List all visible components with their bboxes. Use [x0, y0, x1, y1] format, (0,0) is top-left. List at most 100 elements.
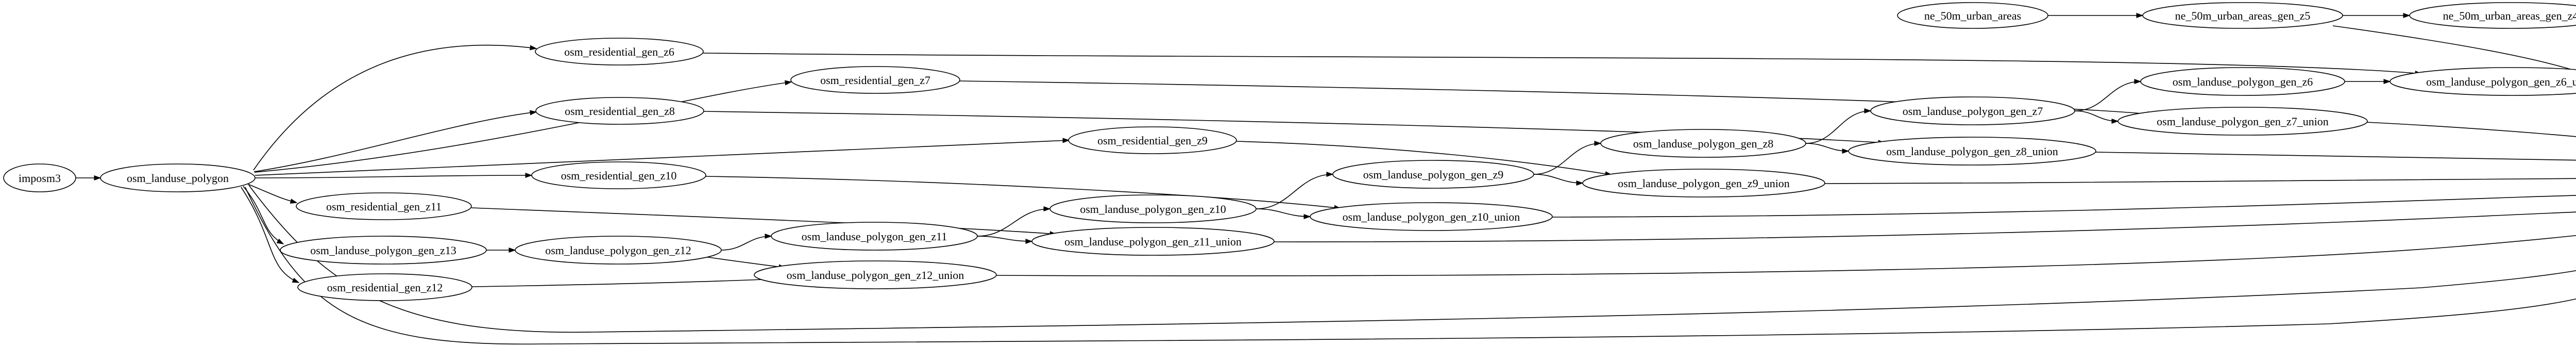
node-osm_landuse_polygon: osm_landuse_polygon [100, 163, 256, 192]
osm_landuse_polygon_gen_z8_union-ellipse [1848, 137, 2096, 166]
node-osm_residential_gen_z10: osm_residential_gen_z10 [531, 161, 706, 189]
node-ne_50m_urban_areas_gen_z5: ne_50m_urban_areas_gen_z5 [2142, 2, 2343, 29]
ne_50m_urban_areas_gen_z4-label: ne_50m_urban_areas_gen_z4 [2443, 9, 2576, 22]
osm_residential_gen_z12-ellipse [297, 273, 472, 301]
edge-osm_landuse_polygon_gen_z12-to-osm_landuse_polygon_gen_z12_union [698, 255, 786, 270]
osm_residential_gen_z7-ellipse [790, 66, 960, 94]
edge-osm_landuse_polygon_gen_z8-to-osm_landuse_polygon_gen_z8_union [1805, 143, 1850, 154]
osm_landuse_polygon_gen_z13-label: osm_landuse_polygon_gen_z13 [310, 244, 456, 257]
edge-osm_landuse_polygon-to-osm_residential_gen_z7 [254, 80, 792, 173]
node-osm_landuse_polygon_gen_z8: osm_landuse_polygon_gen_z8 [1600, 129, 1806, 158]
edge-osm_landuse_polygon-to-layer_landuse-z14+ [245, 187, 2576, 345]
ne_50m_urban_areas_gen_z5-label: ne_50m_urban_areas_gen_z5 [2175, 9, 2311, 22]
osm_landuse_polygon_gen_z12_union-ellipse [754, 260, 997, 289]
osm_landuse_polygon_gen_z6_union-ellipse [2389, 67, 2576, 96]
edge-osm_landuse_polygon-to-osm_landuse_polygon_gen_z13 [243, 186, 284, 244]
node-osm_residential_gen_z8: osm_residential_gen_z8 [535, 97, 704, 125]
osm_landuse_polygon_gen_z8_union-label: osm_landuse_polygon_gen_z8_union [1886, 145, 2058, 158]
osm_landuse_polygon_gen_z10-ellipse [1049, 194, 1257, 223]
ne_50m_urban_areas-ellipse [1897, 2, 2048, 29]
ne_50m_urban_areas_gen_z4-ellipse [2409, 2, 2576, 29]
osm_residential_gen_z11-label: osm_residential_gen_z11 [326, 200, 442, 213]
osm_landuse_polygon_gen_z6-label: osm_landuse_polygon_gen_z6 [2173, 75, 2313, 88]
edge-osm_landuse_polygon_gen_z7_union-to-layer_landuse-z7 [2366, 122, 2576, 137]
osm_landuse_polygon_gen_z8-ellipse [1600, 129, 1806, 158]
osm_landuse_polygon_gen_z9_union-ellipse [1582, 169, 1825, 198]
imposm3-label: imposm3 [19, 172, 61, 185]
osm_residential_gen_z10-ellipse [531, 161, 706, 189]
edge-osm_landuse_polygon_gen_z12-to-osm_landuse_polygon_gen_z11 [721, 234, 772, 251]
edge-osm_residential_gen_z11-to-osm_landuse_polygon_gen_z11_union [471, 207, 1057, 237]
edge-osm_landuse_polygon-to-layer_landuse-z13 [248, 185, 2576, 333]
node-osm_landuse_polygon_gen_z9_union: osm_landuse_polygon_gen_z9_union [1582, 169, 1825, 198]
edge-osm_landuse_polygon-to-osm_residential_gen_z8 [253, 110, 537, 172]
edge-osm_landuse_polygon_gen_z11-to-osm_landuse_polygon_gen_z10 [977, 206, 1051, 237]
osm_landuse_polygon-label: osm_landuse_polygon [127, 172, 229, 185]
osm_landuse_polygon_gen_z6_union-label: osm_landuse_polygon_gen_z6_union [2426, 75, 2576, 88]
node-osm_residential_gen_z9: osm_residential_gen_z9 [1068, 126, 1237, 154]
edge-osm_landuse_polygon-to-osm_residential_gen_z11 [247, 184, 298, 204]
osm_landuse_polygon_gen_z10_union-label: osm_landuse_polygon_gen_z10_union [1343, 210, 1520, 223]
osm_landuse_polygon_gen_z7_union-label: osm_landuse_polygon_gen_z7_union [2157, 115, 2329, 128]
osm_landuse_polygon_gen_z9-label: osm_landuse_polygon_gen_z9 [1363, 168, 1504, 181]
edge-osm_landuse_polygon_gen_z11_union-to-layer_landuse-z11 [1273, 211, 2576, 242]
node-osm_residential_gen_z7: osm_residential_gen_z7 [790, 66, 960, 94]
osm_landuse_polygon_gen_z11-label: osm_landuse_polygon_gen_z11 [802, 230, 947, 243]
node-osm_landuse_polygon_gen_z6_union: osm_landuse_polygon_gen_z6_union [2389, 67, 2576, 96]
edge-osm_residential_gen_z12-to-osm_landuse_polygon_gen_z12_union [471, 276, 777, 287]
osm_landuse_polygon-ellipse [100, 163, 256, 192]
node-osm_landuse_polygon_gen_z10_union: osm_landuse_polygon_gen_z10_union [1310, 202, 1553, 231]
osm_residential_gen_z9-ellipse [1068, 126, 1237, 154]
osm_landuse_polygon_gen_z7_union-ellipse [2117, 107, 2368, 136]
edge-osm_landuse_polygon_gen_z9_union-to-layer_landuse-z9 [1823, 178, 2576, 184]
osm_landuse_polygon_gen_z11_union-ellipse [1031, 227, 1275, 256]
osm_landuse_polygon_gen_z11-ellipse [771, 222, 978, 251]
edge-osm_residential_gen_z9-to-osm_landuse_polygon_gen_z9_union [1236, 141, 1613, 176]
osm_residential_gen_z11-ellipse [296, 192, 472, 220]
node-osm_landuse_polygon_gen_z12: osm_landuse_polygon_gen_z12 [515, 236, 722, 265]
osm_landuse_polygon_gen_z12-label: osm_landuse_polygon_gen_z12 [545, 244, 691, 257]
osm_residential_gen_z9-label: osm_residential_gen_z9 [1097, 134, 1208, 147]
node-osm_landuse_polygon_gen_z13: osm_landuse_polygon_gen_z13 [280, 236, 487, 265]
edges-layer [75, 13, 2576, 345]
osm_residential_gen_z12-label: osm_residential_gen_z12 [327, 281, 443, 294]
edge-osm_landuse_polygon_gen_z8-to-osm_landuse_polygon_gen_z7 [1805, 108, 1872, 144]
osm_landuse_polygon_gen_z9_union-label: osm_landuse_polygon_gen_z9_union [1618, 177, 1790, 190]
osm_landuse_polygon_gen_z7-label: osm_landuse_polygon_gen_z7 [1903, 105, 2043, 118]
nodes-layer: imposm3 osm_landuse_polygon osm_residentia… [3, 2, 2576, 301]
osm_landuse_polygon_gen_z8-label: osm_landuse_polygon_gen_z8 [1633, 137, 1774, 150]
ne_50m_urban_areas-label: ne_50m_urban_areas [1924, 9, 2021, 22]
edge-osm_landuse_polygon_gen_z10_union-to-layer_landuse-z10 [1551, 195, 2576, 218]
osm_landuse_polygon_gen_z12-ellipse [515, 236, 722, 265]
edge-osm_residential_gen_z10-to-osm_landuse_polygon_gen_z10_union [705, 176, 1342, 210]
edge-osm_landuse_polygon_gen_z9-to-osm_landuse_polygon_gen_z9_union [1533, 174, 1584, 186]
edge-osm_landuse_polygon-to-osm_residential_gen_z10 [255, 173, 533, 178]
ne_50m_urban_areas_gen_z5-ellipse [2142, 2, 2343, 29]
node-osm_landuse_polygon_gen_z9: osm_landuse_polygon_gen_z9 [1332, 160, 1534, 189]
edge-osm_landuse_polygon_gen_z11-to-osm_landuse_polygon_gen_z11_union [977, 236, 1033, 244]
osm_landuse_polygon_gen_z7-ellipse [1870, 96, 2075, 125]
edge-osm_landuse_polygon_gen_z9-to-osm_landuse_polygon_gen_z8 [1533, 141, 1602, 175]
node-osm_landuse_polygon_gen_z8_union: osm_landuse_polygon_gen_z8_union [1848, 137, 2096, 166]
osm_landuse_polygon_gen_z6-ellipse [2140, 67, 2345, 96]
edge-osm_landuse_polygon-to-osm_residential_gen_z12 [241, 187, 300, 283]
node-osm_landuse_polygon_gen_z7: osm_landuse_polygon_gen_z7 [1870, 96, 2075, 125]
edge-osm_landuse_polygon_gen_z7-to-osm_landuse_polygon_gen_z7_union [2074, 110, 2119, 124]
node-osm_residential_gen_z6: osm_residential_gen_z6 [535, 38, 704, 65]
node-ne_50m_urban_areas: ne_50m_urban_areas [1897, 2, 2048, 29]
edge-osm_landuse_polygon_gen_z7-to-osm_landuse_polygon_gen_z6 [2074, 79, 2142, 111]
edge-osm_landuse_polygon-to-osm_residential_gen_z6 [253, 44, 537, 171]
osm_residential_gen_z8-label: osm_residential_gen_z8 [565, 105, 675, 118]
edge-osm_landuse_polygon_gen_z10-to-osm_landuse_polygon_gen_z9 [1256, 172, 1334, 209]
osm_residential_gen_z8-ellipse [535, 97, 704, 125]
osm_landuse_polygon_gen_z9-ellipse [1332, 160, 1534, 189]
node-osm_landuse_polygon_gen_z11: osm_landuse_polygon_gen_z11 [771, 222, 978, 251]
edge-osm_residential_gen_z6-to-osm_landuse_polygon_gen_z6_union [703, 53, 2422, 76]
node-osm_landuse_polygon_gen_z12_union: osm_landuse_polygon_gen_z12_union [754, 260, 997, 289]
node-ne_50m_urban_areas_gen_z4: ne_50m_urban_areas_gen_z4 [2409, 2, 2576, 29]
osm_residential_gen_z10-label: osm_residential_gen_z10 [561, 169, 677, 182]
osm_landuse_polygon_gen_z13-ellipse [280, 236, 487, 265]
osm_residential_gen_z6-label: osm_residential_gen_z6 [564, 45, 674, 58]
